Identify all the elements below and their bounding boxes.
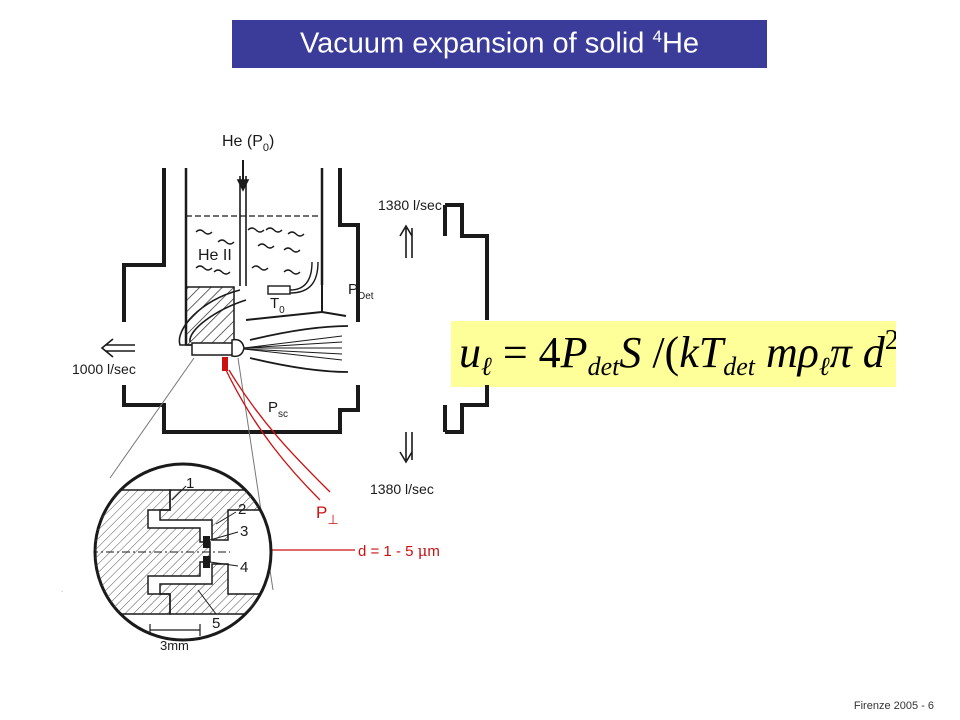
d-label: d = 1 - 5 μm xyxy=(358,542,440,560)
part-2-label: 2 xyxy=(238,501,246,518)
p-perp-label: P⊥ xyxy=(316,503,339,527)
title-main: Vacuum expansion of solid xyxy=(299,27,653,60)
inset-detail xyxy=(95,489,271,636)
he-inlet-text: He (P xyxy=(222,133,263,150)
p-det-text: P xyxy=(348,281,358,298)
formula-P: P xyxy=(560,328,588,377)
t0-label: T0 xyxy=(270,295,285,316)
slide-title: Vacuum expansion of solid 4He xyxy=(300,27,699,61)
p-perp-sub: ⊥ xyxy=(327,512,338,527)
he-ii-waves xyxy=(195,227,305,275)
formula-S: S xyxy=(619,328,641,377)
formula-ell2: ℓ xyxy=(819,352,830,381)
part-1-label: 1 xyxy=(186,475,194,492)
formula-sq: 2 xyxy=(885,325,896,356)
p-det-label: PDet xyxy=(348,281,374,302)
title-suffix: He xyxy=(661,27,700,60)
formula-m: m xyxy=(755,328,798,377)
part-3-label: 3 xyxy=(240,523,248,540)
formula-d: d xyxy=(852,328,886,377)
formula-slash: /( xyxy=(641,328,679,377)
p-det-sub: Det xyxy=(358,291,374,302)
formula-box: uℓ = 4PdetS /(kTdet mρℓπ d2) xyxy=(451,321,913,387)
diagram-labels: He (P0) He II T0 PDet Psc 1380 l/sec 138… xyxy=(72,133,442,653)
formula-det2: det xyxy=(723,352,756,381)
pump-left-label: 1000 l/sec xyxy=(72,361,136,377)
he-inlet-close: ) xyxy=(269,133,274,150)
d-unit: m xyxy=(427,543,440,560)
nozzle-tip xyxy=(231,338,245,358)
pump-arrows xyxy=(100,224,413,464)
scale-label: 3mm xyxy=(160,638,189,653)
formula-ell: ℓ xyxy=(481,352,492,381)
thermometer-leads xyxy=(267,261,319,295)
stray-dot: . xyxy=(61,585,63,594)
jet-plume xyxy=(243,325,349,373)
he-inlet-sub: 0 xyxy=(263,142,269,154)
formula-eq: = 4 xyxy=(492,328,561,377)
formula-u: u xyxy=(459,328,481,377)
pump-top-label: 1380 l/sec xyxy=(378,197,442,213)
p-perp-text: P xyxy=(316,503,327,522)
formula-pi: π xyxy=(830,328,854,377)
title-bar: Vacuum expansion of solid 4He xyxy=(232,20,767,68)
title-superscript: 4 xyxy=(652,27,662,47)
p-sc-sub: sc xyxy=(278,409,288,420)
formula-det1: det xyxy=(588,352,621,381)
nozzle-holder xyxy=(191,342,239,356)
pump-bottom-label: 1380 l/sec xyxy=(370,481,434,497)
formula-kT: kT xyxy=(679,328,727,377)
part-leaders xyxy=(171,485,239,615)
he-inlet-label: He (P0) xyxy=(222,133,274,154)
part-4-label: 4 xyxy=(240,559,248,576)
nozzle-cell xyxy=(185,286,235,346)
d-prefix: d = 1 - 5 xyxy=(358,543,418,560)
red-labels: P⊥ d = 1 - 5 μm xyxy=(316,503,440,560)
formula-rho: ρ xyxy=(796,328,819,377)
he-ii-label: He II xyxy=(198,247,232,264)
svg-text:uℓ = 4PdetS /(kTdet mρℓπ d2): uℓ = 4PdetS /(kTdet mρℓπ d2) xyxy=(459,325,896,381)
t0-sub: 0 xyxy=(279,305,285,316)
t0-text: T xyxy=(270,295,279,312)
p-sc-label: Psc xyxy=(268,399,288,420)
pressure-sensor xyxy=(222,357,228,371)
formula: uℓ = 4PdetS /(kTdet mρℓπ d2) xyxy=(459,325,913,381)
slide-footer: Firenze 2005 - 6 xyxy=(853,700,934,712)
chamber-outline xyxy=(122,168,489,434)
part-5-label: 5 xyxy=(212,615,220,632)
d-mu: μ xyxy=(418,542,428,560)
p-sc-text: P xyxy=(268,399,278,416)
